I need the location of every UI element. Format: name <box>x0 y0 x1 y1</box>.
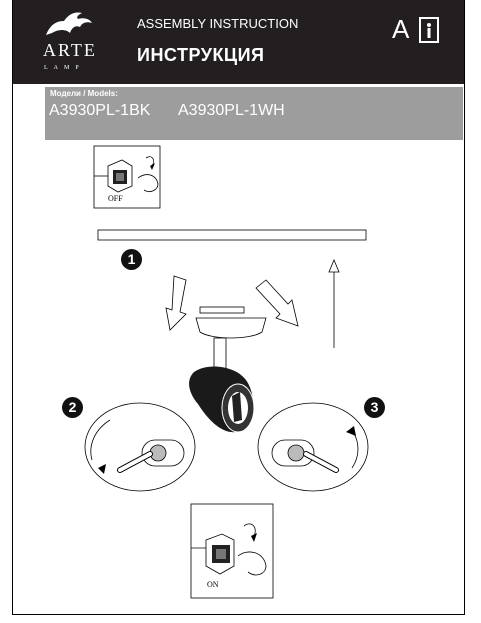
brand-subtitle: LAMP <box>44 65 85 71</box>
step2-lock-illustration <box>84 402 196 492</box>
step-2-badge: 2 <box>62 397 83 418</box>
switch-off-illustration <box>93 145 161 209</box>
step-1-badge: 1 <box>121 249 142 270</box>
header-bar <box>12 0 465 84</box>
step-3-badge: 3 <box>364 397 385 418</box>
page-frame <box>12 0 465 615</box>
language-letter: A <box>392 14 410 44</box>
models-label: Модели / Models: <box>50 89 118 98</box>
switch-off-label: OFF <box>108 194 123 203</box>
instruction-title: ИНСТРУКЦИЯ <box>137 45 265 65</box>
brand-name: ARTE <box>43 40 97 60</box>
griffin-logo-icon <box>46 12 92 36</box>
info-book-icon <box>419 17 439 43</box>
track-rail <box>97 229 367 241</box>
down-arrow-right-icon <box>255 279 299 327</box>
switch-on-illustration <box>190 503 274 599</box>
model-code-2: A3930PL-1WH <box>178 102 285 119</box>
up-arrow-icon <box>328 258 340 348</box>
models-bar <box>45 87 463 140</box>
spotlight-fixture <box>189 306 267 433</box>
assembly-title: ASSEMBLY INSTRUCTION <box>137 16 299 31</box>
down-arrow-left-icon <box>165 275 187 331</box>
model-code-1: A3930PL-1BK <box>49 102 151 119</box>
step3-lock-illustration <box>257 402 369 492</box>
switch-on-label: ON <box>207 580 219 589</box>
